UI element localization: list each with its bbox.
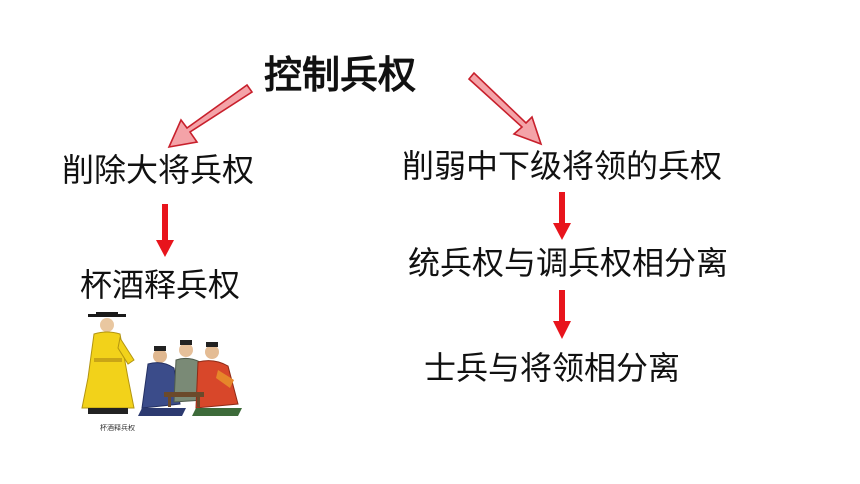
- emperor-figure: [81, 312, 135, 414]
- right-branch-node-3: 士兵与将领相分离: [424, 349, 681, 387]
- left-branch-node-1: 削除大将兵权: [62, 151, 255, 189]
- arrow-root-to-right: [467, 71, 543, 146]
- left-branch-node-2: 杯酒释兵权: [80, 266, 241, 304]
- kneeling-figure-red: [192, 342, 242, 416]
- arrow-right-down-1: [553, 192, 571, 240]
- arrow-root-to-left: [167, 83, 254, 149]
- right-branch-node-1: 削弱中下级将领的兵权: [402, 147, 723, 185]
- banquet-table: [164, 392, 204, 407]
- illustration-caption: 杯酒释兵权: [100, 423, 135, 432]
- right-branch-node-2: 统兵权与调兵权相分离: [408, 244, 729, 282]
- root-node: 控制兵权: [264, 53, 417, 97]
- arrow-left-down: [156, 204, 174, 257]
- arrow-right-down-2: [553, 290, 571, 339]
- banquet-illustration: 杯酒释兵权: [81, 312, 242, 432]
